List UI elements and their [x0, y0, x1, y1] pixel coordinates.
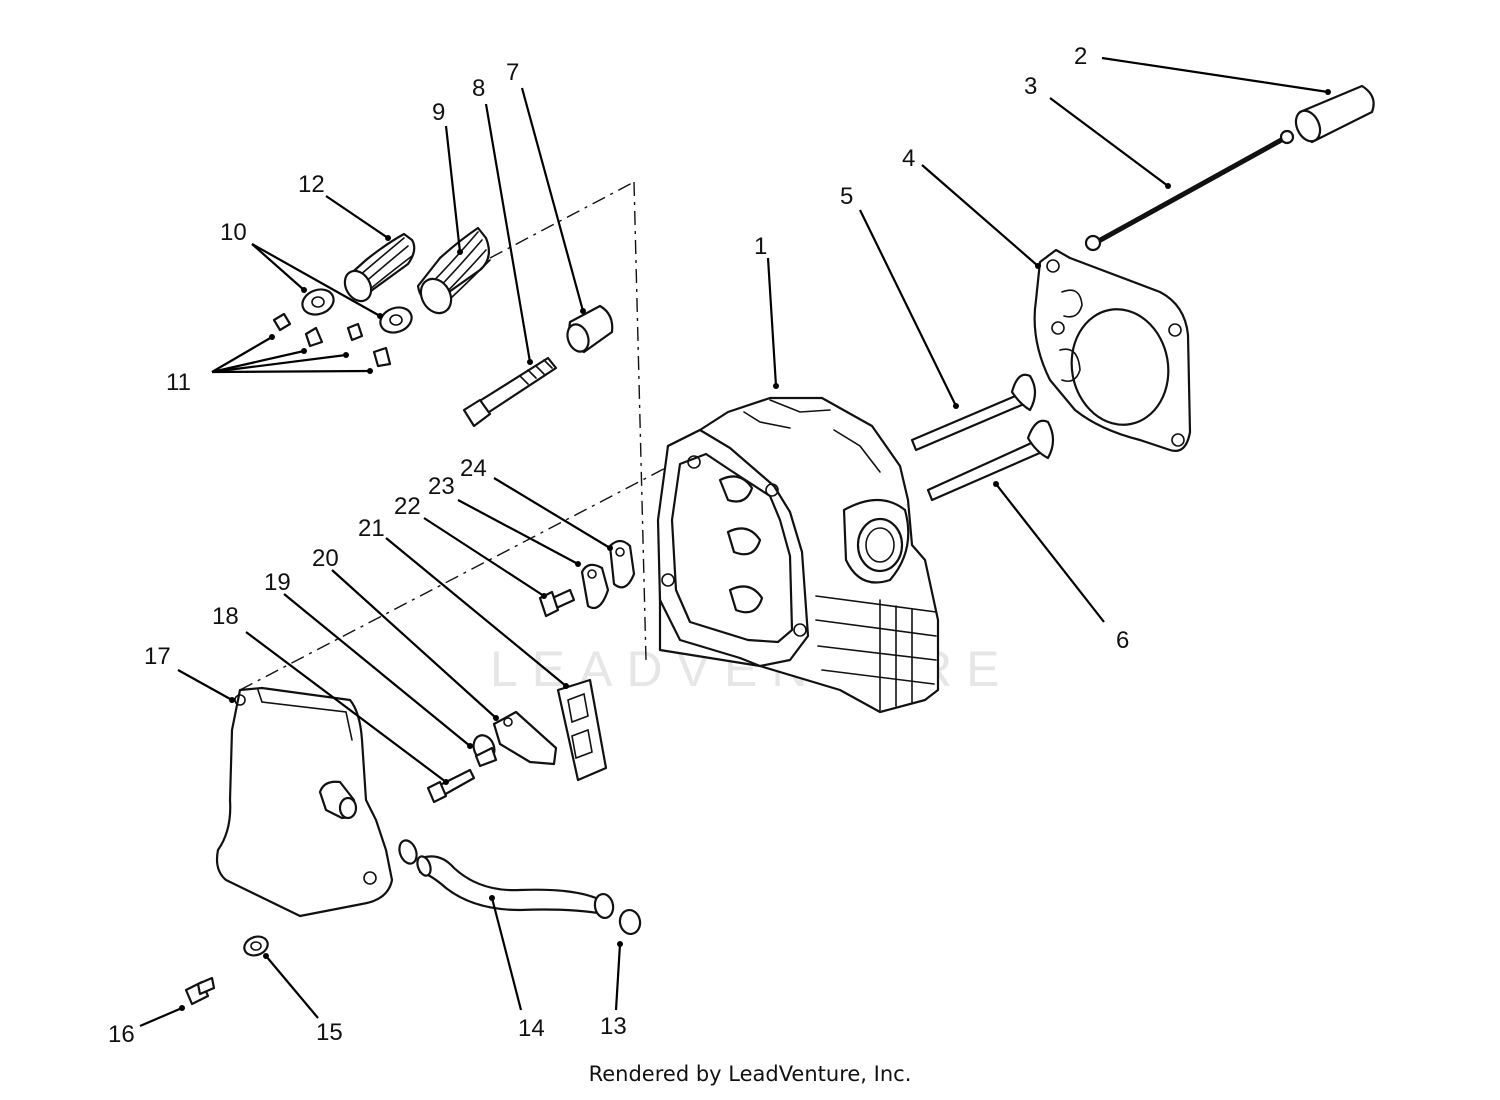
- callout-8: 8: [472, 75, 485, 102]
- part-spacer: [566, 304, 614, 354]
- callout-11: 11: [166, 369, 191, 396]
- callout-19: 19: [264, 569, 291, 596]
- callout-3: 3: [1024, 73, 1037, 100]
- callout-17: 17: [144, 643, 171, 670]
- callout-22: 22: [394, 493, 421, 520]
- callout-14: 14: [518, 1015, 545, 1042]
- callout-15: 15: [316, 1019, 343, 1046]
- part-valve-keepers: [272, 312, 392, 368]
- part-lock-plate: [580, 563, 610, 610]
- callout-1: 1: [754, 233, 767, 260]
- part-breather-bracket: [492, 710, 558, 766]
- footer-credit: Rendered by LeadVenture, Inc.: [588, 1062, 912, 1086]
- part-intake-valve: [910, 373, 1037, 452]
- callout-6: 6: [1116, 627, 1129, 654]
- callout-numbers: 1 2 3 4 5 6 7 8 9 10 11 12 13 14 15 16 1…: [108, 43, 1129, 1048]
- leader-lines: [139, 56, 1329, 1028]
- callout-5: 5: [840, 183, 853, 210]
- callout-4: 4: [902, 145, 915, 172]
- callout-12: 12: [298, 171, 325, 198]
- alignment-lines: [239, 181, 701, 691]
- callout-10: 10: [220, 219, 247, 246]
- callout-18: 18: [212, 603, 239, 630]
- part-tappet: [1294, 84, 1375, 144]
- callout-23: 23: [428, 473, 455, 500]
- part-washer: [243, 935, 269, 957]
- callout-16: 16: [108, 1021, 135, 1048]
- callout-2: 2: [1074, 43, 1087, 70]
- callout-13: 13: [600, 1013, 627, 1040]
- part-push-rod: [1084, 129, 1295, 252]
- part-valve-spring-2: [343, 232, 416, 303]
- callout-24: 24: [460, 455, 487, 482]
- part-bolt: [426, 768, 476, 804]
- part-lock-plate-2: [608, 539, 636, 589]
- part-reed-plate: [556, 678, 608, 782]
- part-breather-hose: [416, 855, 615, 920]
- part-head-gasket: [1033, 248, 1192, 452]
- part-cover-bolt: [184, 976, 216, 1006]
- leader-dots: [179, 89, 1331, 1011]
- part-exhaust-valve: [926, 419, 1055, 502]
- part-grommet: [472, 734, 498, 768]
- callout-9: 9: [432, 99, 445, 126]
- part-cylinder-head: [656, 396, 940, 714]
- part-screw: [538, 588, 576, 618]
- callout-20: 20: [312, 545, 339, 572]
- part-valve-spring: [416, 226, 491, 315]
- part-valve-cover: [215, 686, 394, 918]
- part-hose-clamp: [398, 839, 642, 936]
- part-stud: [462, 356, 558, 428]
- callout-7: 7: [506, 59, 519, 86]
- callout-21: 21: [358, 515, 385, 542]
- part-spring-retainer: [301, 288, 413, 334]
